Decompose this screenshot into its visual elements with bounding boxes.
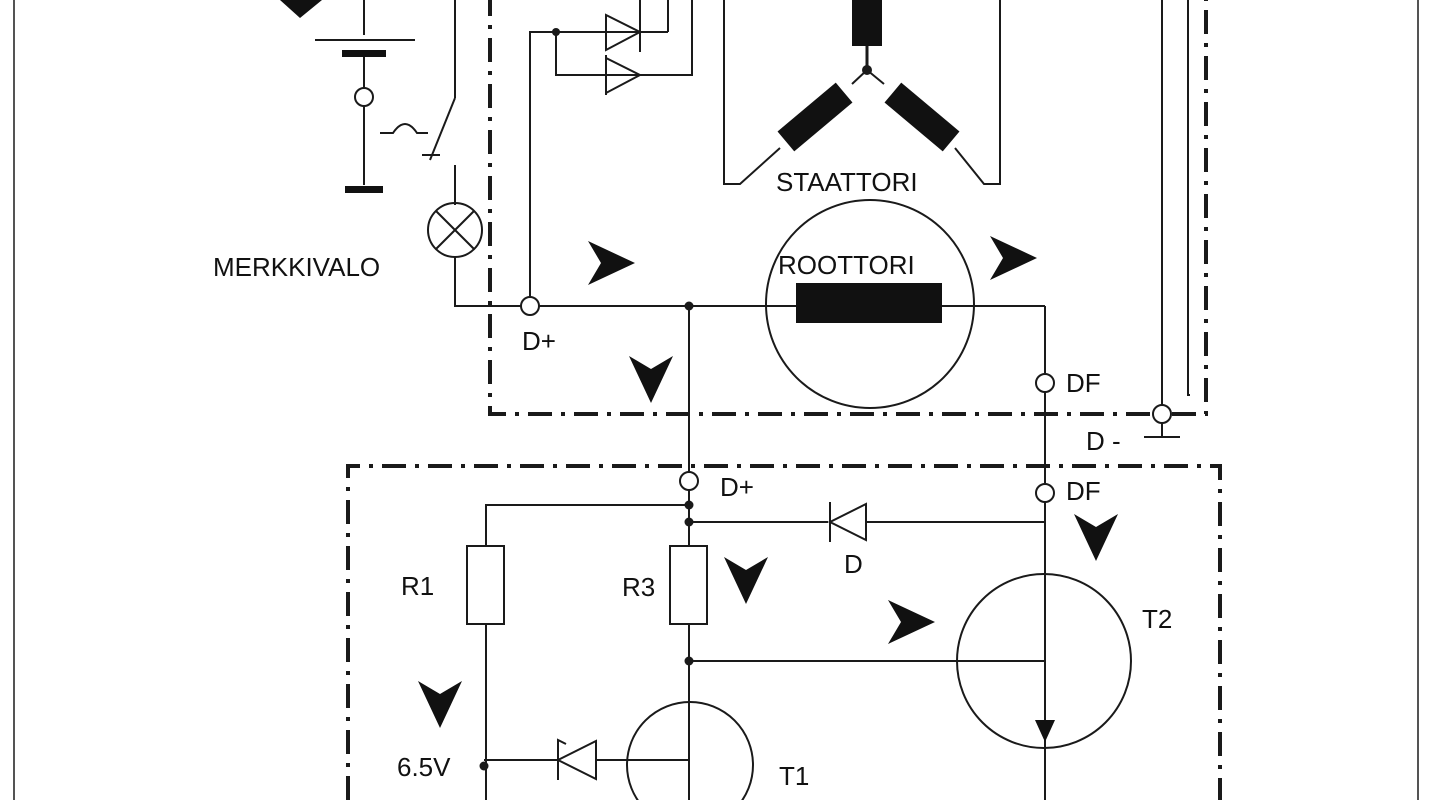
- zener-diode: [555, 738, 597, 781]
- rectifier-diodes: [529, 0, 693, 298]
- r1-label: R1: [401, 571, 434, 601]
- resistor-r3: [669, 545, 708, 625]
- regulator-d-plus-label: D+: [720, 472, 754, 502]
- current-flow-arrow-icon: [1074, 514, 1118, 561]
- current-flow-arrow-icon: [888, 600, 935, 644]
- diode-label: D: [844, 549, 863, 579]
- df-label: DF: [1066, 368, 1101, 398]
- current-flow-arrow-icon: [280, 0, 322, 18]
- regulator-df-label: DF: [1066, 476, 1101, 506]
- resistor-r1: [466, 545, 505, 625]
- current-flow-arrow-icon: [418, 681, 462, 728]
- current-flow-arrow-icon: [990, 236, 1037, 280]
- page-border: [13, 0, 1419, 805]
- generator-housing-box: [488, 0, 1208, 416]
- d-plus-terminal: [520, 296, 540, 316]
- warning-lamp-label: MERKKIVALO: [213, 252, 380, 282]
- current-flow-arrow-icon: [724, 557, 768, 604]
- battery: [315, 0, 415, 193]
- regulator-housing-box: [346, 464, 1222, 800]
- d-plus-label: D+: [522, 326, 556, 356]
- regulator-df-terminal: [1035, 483, 1055, 503]
- stator-windings: [723, 0, 1001, 185]
- rotor: [765, 199, 975, 409]
- diode-triangle-icon: [555, 739, 597, 781]
- t1-label: T1: [779, 761, 809, 791]
- voltage-label: 6.5V: [397, 752, 451, 782]
- transistor-t1: [626, 701, 754, 805]
- current-flow-arrow-icon: [588, 241, 635, 285]
- warning-lamp: [427, 202, 522, 307]
- regulator-d-plus-terminal: [679, 471, 699, 491]
- transistor-t2: [956, 573, 1132, 749]
- ignition-switch: [380, 0, 456, 205]
- diode-triangle-icon: [827, 502, 867, 542]
- regulator-wiring: [479, 490, 1046, 800]
- df-terminal: [1035, 373, 1055, 393]
- d-minus-terminal: [1144, 0, 1190, 438]
- t2-label: T2: [1142, 604, 1172, 634]
- diode-d: [827, 502, 867, 542]
- rotor-label: ROOTTORI: [778, 250, 915, 280]
- r3-label: R3: [622, 572, 655, 602]
- stator-label: STAATTORI: [776, 167, 918, 197]
- switch-symbol-icon: [380, 123, 428, 134]
- d-minus-label: D -: [1086, 426, 1121, 456]
- current-flow-arrow-icon: [629, 356, 673, 403]
